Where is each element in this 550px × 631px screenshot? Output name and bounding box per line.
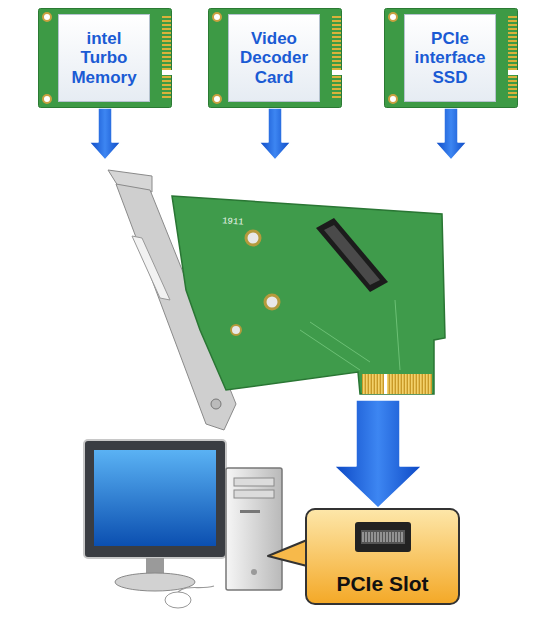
card-label: PCIe interface SSD: [404, 14, 496, 102]
slot-icon: [353, 518, 413, 556]
mini-pcie-card: Video Decoder Card: [208, 8, 342, 108]
mini-pcie-card: intel Turbo Memory: [38, 8, 172, 108]
mouse: [165, 586, 214, 608]
callout-box: PCIe Slot: [305, 508, 460, 605]
monitor: [84, 440, 226, 591]
adapter-board: [100, 160, 460, 400]
flow-arrow: [334, 400, 422, 508]
card-label: intel Turbo Memory: [58, 14, 150, 102]
flow-arrow: [259, 108, 291, 160]
callout-text: PCIe Slot: [336, 572, 428, 596]
pcb-marking: 1911: [222, 216, 244, 227]
flow-arrow: [435, 108, 467, 160]
card-text: intel Turbo Memory: [63, 29, 145, 88]
card-text: Video Decoder Card: [233, 29, 315, 88]
mini-pcie-card: PCIe interface SSD: [384, 8, 518, 108]
pc-tower: [226, 468, 282, 590]
pcie-adapter-card: 1911: [100, 160, 460, 400]
card-text: PCIe interface SSD: [409, 29, 491, 88]
flow-arrow: [89, 108, 121, 160]
card-label: Video Decoder Card: [228, 14, 320, 102]
callout-pointer: [268, 540, 307, 566]
